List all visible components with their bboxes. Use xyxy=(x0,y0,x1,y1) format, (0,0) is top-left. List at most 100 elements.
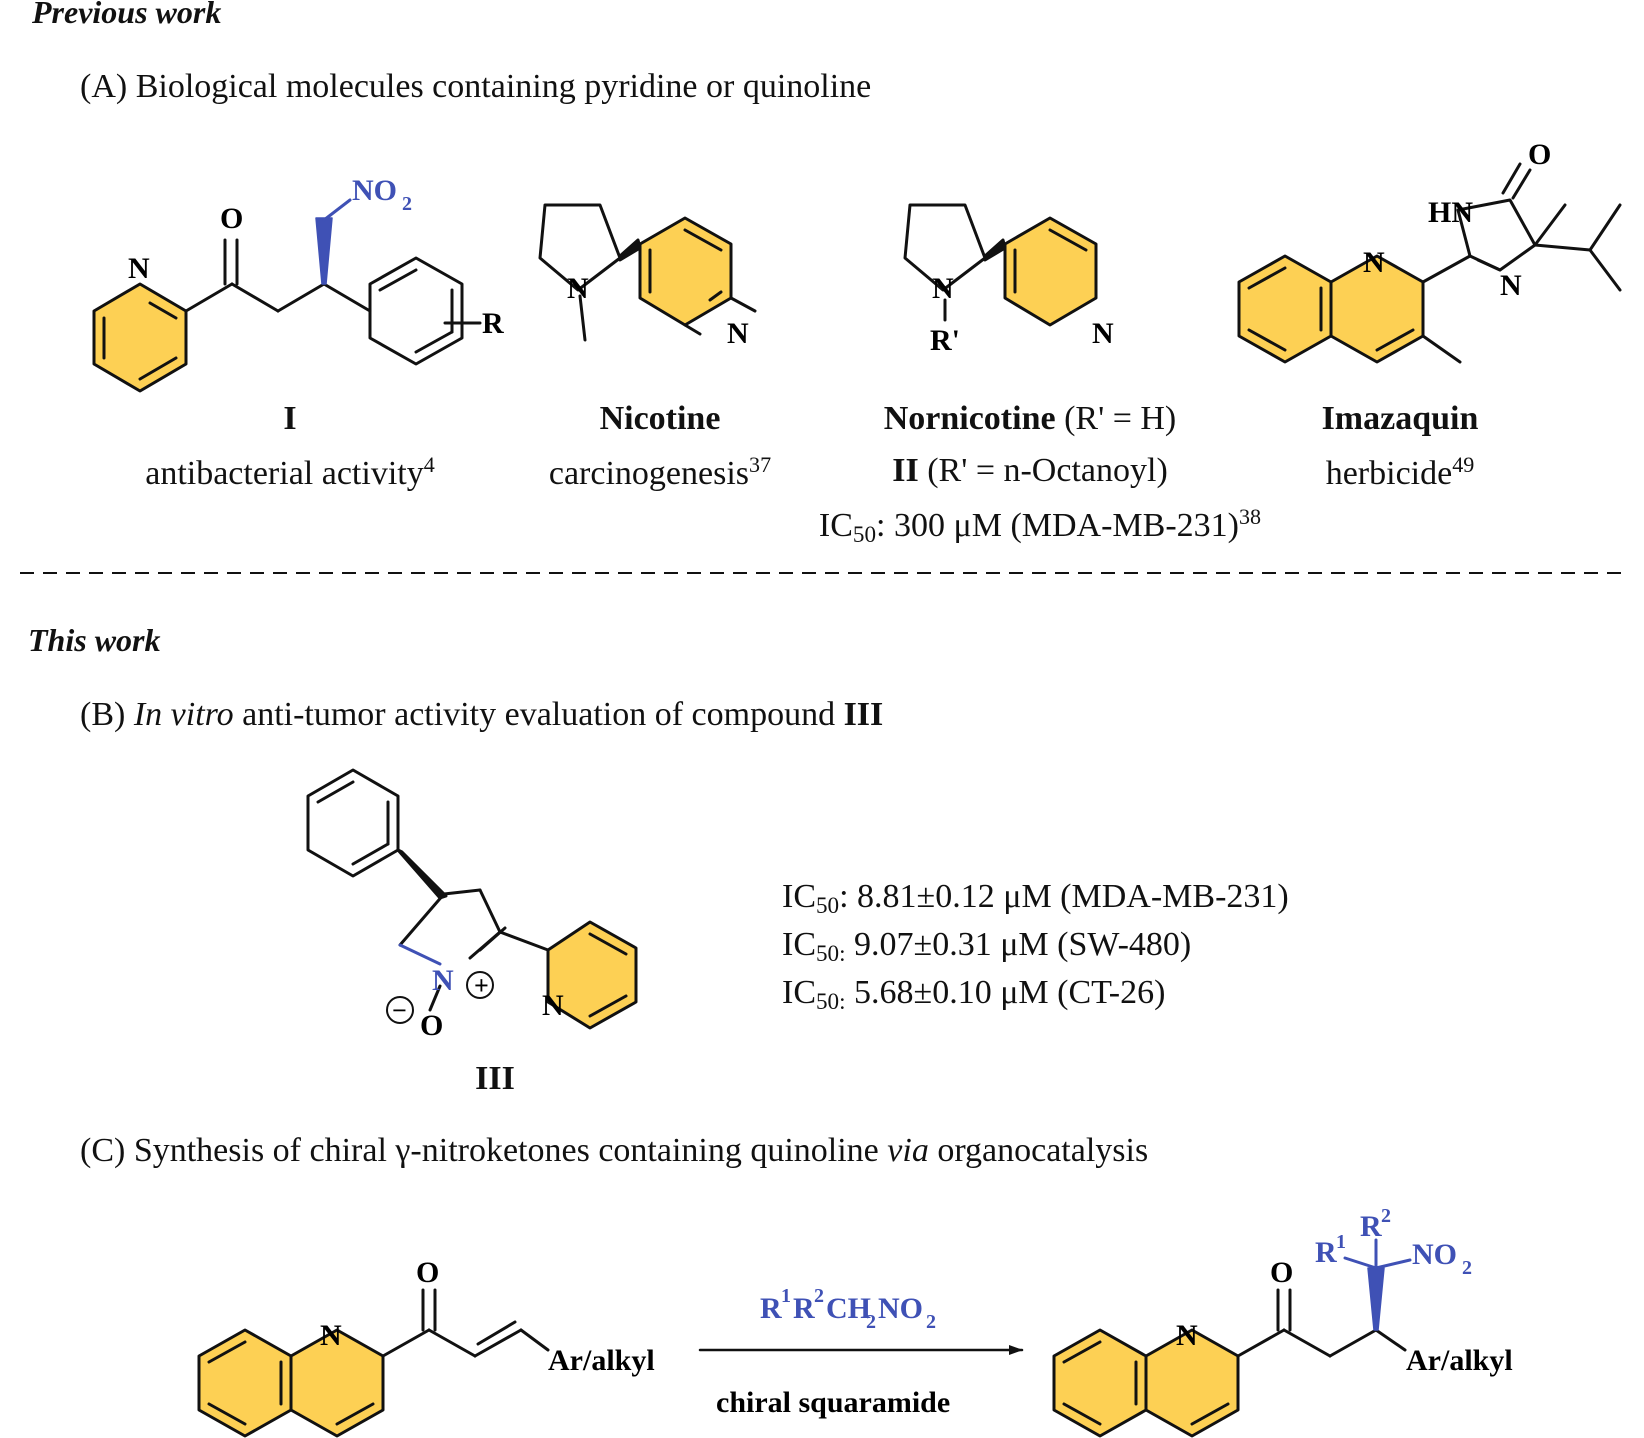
nicotine-desc: carcinogenesis xyxy=(548,455,750,493)
bond xyxy=(708,290,723,302)
methyl-bond xyxy=(1533,203,1567,247)
atom-O: O xyxy=(1270,1256,1293,1289)
section-b-label: (B) In vitro anti-tumor activity evaluat… xyxy=(80,696,883,734)
bond xyxy=(148,301,178,320)
bond xyxy=(207,1340,247,1364)
bond xyxy=(1501,162,1522,195)
caption-nornicotine: Nornicotine (R' = H) xyxy=(860,400,1200,438)
atom-HN: HN xyxy=(1428,196,1473,229)
ic50-3-prefix: IC xyxy=(782,974,816,1011)
imazaquin-structure xyxy=(1237,162,1622,364)
pyrrolidine-ring xyxy=(538,203,622,292)
bond xyxy=(1421,254,1472,284)
compound-III-name: III xyxy=(475,1060,515,1097)
bond xyxy=(1511,168,1532,200)
bond xyxy=(1533,243,1592,252)
caption-compound-II-ic50: IC50: 300 μM (MDA-MB-231)38 xyxy=(780,504,1300,549)
reagent-r1: R xyxy=(760,1292,782,1325)
imazaquin-name: Imazaquin xyxy=(1321,400,1479,437)
n-methyl-bond xyxy=(578,294,587,342)
atom-N: N xyxy=(1176,1319,1198,1352)
section-c-suffix: organocatalysis xyxy=(928,1132,1149,1169)
nornicotine-structure xyxy=(903,203,1098,327)
bond xyxy=(588,994,628,1018)
reagent-no: NO xyxy=(878,1292,923,1325)
bond xyxy=(1374,1328,1407,1352)
bond xyxy=(729,296,757,313)
bond xyxy=(378,268,418,292)
bond xyxy=(442,888,482,896)
section-a-label: (A) Biological molecules containing pyri… xyxy=(80,68,872,105)
caption-compound-I-desc: antibacterial activity4 xyxy=(110,452,470,493)
ii-ic-prefix: IC xyxy=(818,507,853,545)
bond xyxy=(230,282,280,313)
n-bond-blue xyxy=(398,943,442,966)
bond xyxy=(351,842,390,866)
pyridine-ring-I xyxy=(92,282,188,393)
nicotine-structure xyxy=(538,203,757,342)
atom-O: O xyxy=(220,202,243,235)
section-b-middle: anti-tumor activity evaluation of compou… xyxy=(233,696,844,733)
reagent-ch: CH xyxy=(826,1292,871,1325)
minus-charge-circle xyxy=(386,996,414,1024)
bond xyxy=(683,323,702,336)
phenyl-ring-I xyxy=(368,256,464,366)
quinoline-benzo-ring-imazaquin xyxy=(1237,254,1333,364)
wedge-bond-I xyxy=(315,217,333,285)
reactant-structure xyxy=(197,1288,550,1438)
atom-N: N xyxy=(932,272,954,305)
this-work-heading: This work xyxy=(28,622,161,658)
ic50-row-1: IC50: 8.81±0.12 μM (MDA-MB-231) xyxy=(782,878,1289,920)
n-o-bond xyxy=(428,984,442,1012)
ic50-row-2: IC50: 9.07±0.31 μM (SW-480) xyxy=(782,926,1191,968)
bond xyxy=(184,282,234,313)
atom-O: O xyxy=(416,1256,439,1289)
caption-nicotine-desc: carcinogenesis37 xyxy=(510,452,810,493)
compound-III-structure xyxy=(306,768,638,1030)
caption-compound-II: II (R' = n-Octanoyl) xyxy=(860,452,1200,490)
imazaquin-desc: herbicide xyxy=(1325,455,1453,493)
catalyst-label: chiral squaramide xyxy=(716,1386,950,1419)
plus-charge: + xyxy=(474,971,489,1000)
section-c-prefix: (C) Synthesis of chiral γ-nitroketones c… xyxy=(80,1132,888,1169)
wedge-bond-product xyxy=(1367,1267,1385,1331)
reagent-sub-2b: 2 xyxy=(926,1311,936,1333)
atom-O: O xyxy=(420,1009,443,1042)
caption-compound-I: I xyxy=(180,400,400,438)
compound-I-ref: 4 xyxy=(423,452,435,477)
bond xyxy=(588,932,628,956)
nornicotine-cond: (R' = H) xyxy=(1055,400,1177,437)
section-c-italic: via xyxy=(887,1132,929,1169)
nitro-bond-I xyxy=(322,198,352,222)
bond xyxy=(381,1328,431,1358)
bond xyxy=(1588,248,1622,292)
nicotine-name: Nicotine xyxy=(599,400,721,437)
bond xyxy=(1282,1328,1332,1358)
bond xyxy=(1247,328,1287,352)
pyridine-ring-nicotine xyxy=(638,216,733,327)
atom-R2: R xyxy=(1360,1210,1382,1243)
atom-superscript-1: 1 xyxy=(1336,1231,1346,1253)
phenyl-ring-III xyxy=(306,768,400,878)
bond xyxy=(1328,1328,1378,1358)
bond xyxy=(683,228,723,252)
bond xyxy=(498,930,550,952)
nicotine-ref: 37 xyxy=(749,452,772,477)
bond xyxy=(476,1320,517,1346)
quinoline-benzo-ring-reactant xyxy=(197,1328,293,1438)
atom-N: N xyxy=(320,1319,342,1352)
caption-compound-III: III xyxy=(420,1060,570,1098)
ii-ic-sub: 50 xyxy=(852,521,877,548)
ic50-3-sub: 50: xyxy=(816,988,846,1015)
reagent-sub-2: 2 xyxy=(866,1311,876,1333)
bond xyxy=(1588,203,1622,252)
atom-ar-alkyl: Ar/alkyl xyxy=(548,1344,655,1377)
bond xyxy=(1236,1328,1286,1358)
atom-NO: NO xyxy=(352,174,397,207)
section-b-italic: In vitro xyxy=(133,696,234,733)
ic50-2-sub: 50: xyxy=(816,940,846,967)
atom-R1: R xyxy=(1315,1236,1337,1269)
plus-charge-circle xyxy=(466,971,494,999)
wedge-bond-nicotine xyxy=(618,238,642,262)
